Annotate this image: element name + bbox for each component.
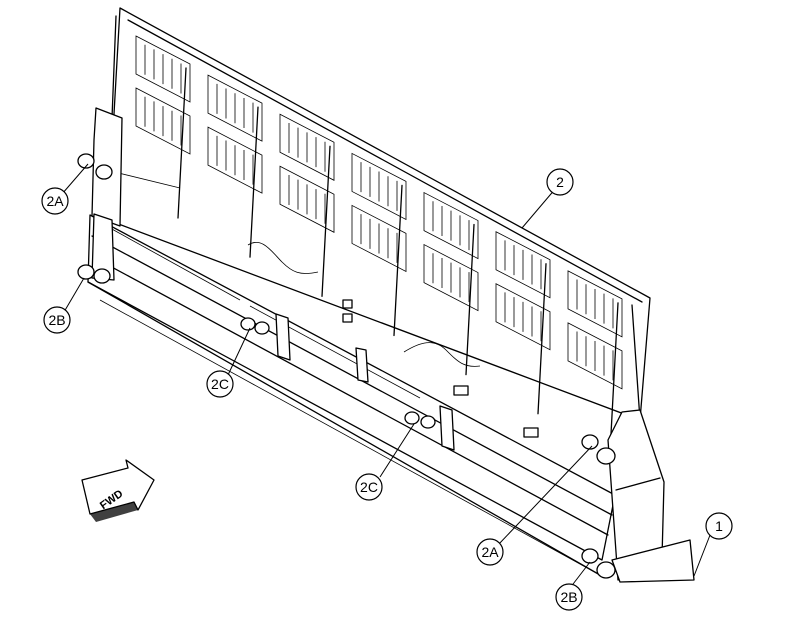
small-block — [453, 385, 469, 396]
center-bracket — [355, 347, 369, 383]
pin-2c-right — [404, 405, 455, 451]
small-block — [342, 313, 353, 323]
grille-cells — [135, 35, 623, 454]
small-block — [342, 299, 353, 309]
svg-text:2A: 2A — [481, 544, 499, 560]
svg-text:2C: 2C — [360, 479, 378, 495]
callout-2a-left: 2A — [41, 187, 69, 215]
rear-grille-panel — [107, 7, 651, 454]
small-block — [523, 427, 539, 438]
svg-text:2B: 2B — [48, 312, 65, 328]
forward-arrow-icon: FWD — [81, 459, 155, 522]
leader-lines — [61, 163, 713, 589]
callout-2c-right: 2C — [355, 473, 383, 501]
pin-2c-left — [240, 313, 291, 361]
break-line — [247, 242, 319, 274]
callout-1: 1 — [705, 512, 733, 540]
break-line — [403, 342, 481, 367]
callout-2b-right: 2B — [555, 583, 583, 611]
svg-text:2: 2 — [556, 174, 564, 190]
svg-text:2B: 2B — [560, 589, 577, 605]
wear-plate — [611, 539, 695, 583]
svg-text:1: 1 — [715, 518, 723, 534]
callout-2c-left: 2C — [206, 370, 234, 398]
pin-2a-left — [77, 153, 113, 180]
callout-2: 2 — [546, 168, 574, 196]
pin-2b-left — [77, 264, 111, 284]
callout-2a-right: 2A — [476, 538, 504, 566]
pin-2a-right — [581, 434, 616, 465]
callout-2b-left: 2B — [43, 306, 71, 334]
pin-2b-right — [581, 548, 616, 579]
svg-text:2C: 2C — [211, 376, 229, 392]
svg-text:2A: 2A — [46, 193, 64, 209]
pin-bosses — [77, 153, 616, 579]
